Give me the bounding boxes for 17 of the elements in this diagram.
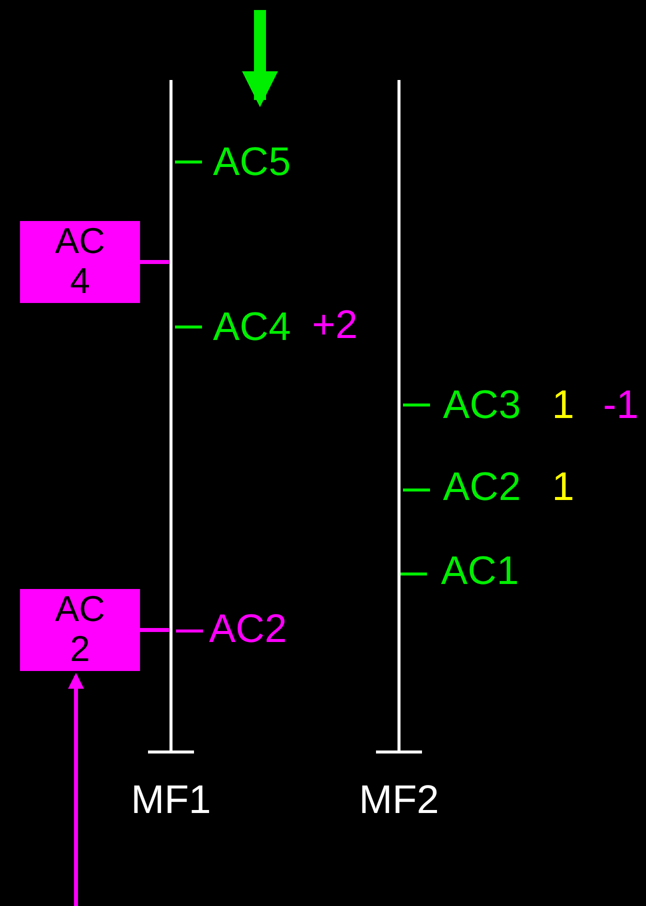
count-value: 1 — [552, 465, 574, 509]
connector-line — [140, 628, 169, 632]
level-label: AC3 — [443, 383, 521, 427]
change-value: +2 — [312, 303, 358, 347]
level-label: AC2 — [209, 607, 287, 651]
connector-line — [140, 260, 169, 264]
level-label: AC4 — [213, 305, 291, 349]
axis-label: MF2 — [358, 778, 440, 822]
level-label: AC1 — [441, 549, 519, 593]
count-value: 1 — [552, 383, 574, 427]
label-box: AC 2 — [20, 589, 140, 671]
level-label: AC5 — [213, 140, 291, 184]
label-box: AC 4 — [20, 221, 140, 303]
axis-label: MF1 — [130, 778, 212, 822]
change-value: -1 — [603, 383, 639, 427]
arrow — [68, 672, 84, 906]
level-label: AC2 — [443, 465, 521, 509]
